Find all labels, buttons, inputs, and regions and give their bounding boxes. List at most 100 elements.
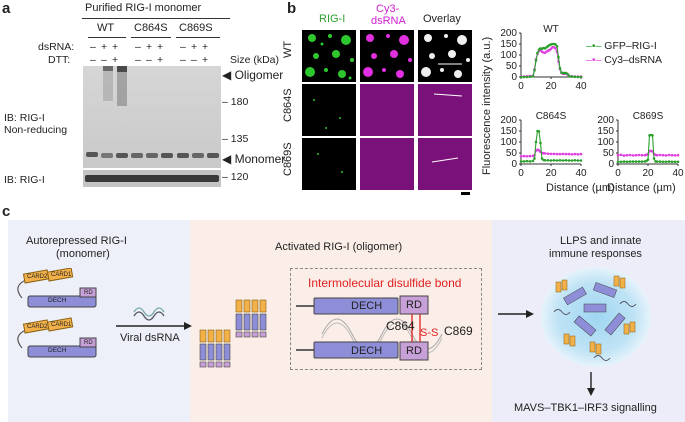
rd-bottom-label: RD <box>406 345 422 357</box>
legend-cy3-marker: –•– <box>586 53 602 66</box>
cy3-point <box>628 153 632 157</box>
dsrna-sign: + <box>112 41 119 53</box>
dsrna-sign: – <box>180 41 186 53</box>
monomer-label: ◀ Monomer <box>222 152 286 166</box>
gfp-point <box>567 74 571 78</box>
ib-bottom-label: IB: RIG-I <box>4 174 45 186</box>
gfp-point <box>525 159 529 163</box>
cy3-point <box>631 154 635 157</box>
cy3-point <box>519 155 523 158</box>
gfp-point <box>531 75 535 78</box>
c864-label: C864 <box>386 319 415 333</box>
header-underline <box>82 18 230 19</box>
dsrna-sign: + <box>202 41 209 53</box>
y-tick-label: 150 <box>597 126 614 137</box>
gfp-point <box>628 160 632 163</box>
gfp-point <box>661 160 665 164</box>
y-tick-label: 150 <box>500 39 517 50</box>
gfp-point <box>576 75 580 79</box>
gfp-point <box>634 160 638 163</box>
gfp-point <box>673 160 677 164</box>
gfp-point <box>557 55 560 59</box>
legend-cy3: –•– Cy3–dsRNA <box>586 53 663 66</box>
y-tick-label: 200 <box>500 28 517 39</box>
gfp-point <box>567 159 571 162</box>
dech-top-label: DECH <box>351 300 383 312</box>
y-tick-label: 50 <box>603 148 615 159</box>
cy3-point <box>637 153 641 157</box>
gfp-point <box>570 159 574 162</box>
gfp-point <box>576 159 580 162</box>
plot-xlabel-right: Distance (µm) <box>607 182 676 194</box>
cy3-point <box>619 153 623 157</box>
signalling-label: MAVS–TBK1–IRF3 signalling <box>514 402 657 414</box>
dsrna-sign: – <box>135 41 141 53</box>
size-label: Size (kDa) <box>230 54 280 66</box>
dtt-sign: + <box>157 54 164 66</box>
x-tick-label: 0 <box>518 168 524 179</box>
cy3-point <box>655 153 659 157</box>
gfp-point <box>533 69 536 72</box>
cy3-point <box>564 152 568 156</box>
gfp-point <box>637 160 641 163</box>
gfp-point <box>579 159 583 162</box>
gfp-point <box>528 75 532 79</box>
gfp-point <box>573 159 577 162</box>
middle-title: Activated RIG-I (oligomer) <box>275 241 403 253</box>
y-tick-label: 100 <box>500 137 517 148</box>
left-title-2: (monomer) <box>56 248 110 260</box>
marker-label-120: – 120 <box>222 171 249 183</box>
cy3-point <box>616 153 620 157</box>
gfp-point <box>646 158 650 161</box>
plot-title: WT <box>543 24 559 35</box>
plot-axes <box>520 33 581 78</box>
y-tick-label: 0 <box>511 159 517 170</box>
x-tick-label: 20 <box>545 168 557 179</box>
y-tick-label: 150 <box>500 126 517 137</box>
dsrna-sign: + <box>101 41 108 53</box>
card1-label-1: CARD1 <box>51 272 72 278</box>
column-cy3-label-2: dsRNA <box>371 15 406 27</box>
llps-droplet-illustration <box>541 267 651 367</box>
gfp-point <box>558 66 562 70</box>
gfp-point <box>619 160 623 164</box>
western-blot-nonreducing <box>83 66 221 168</box>
dsrna-sign: + <box>157 41 164 53</box>
dtt-sign: + <box>112 54 119 66</box>
gfp-point <box>579 75 583 79</box>
cy3-point <box>555 152 559 156</box>
ib-top-label-1: IB: RIG-I <box>4 112 45 124</box>
x-tick-label: 40 <box>672 168 684 179</box>
gfp-point <box>525 75 529 79</box>
cy3-point <box>576 153 580 156</box>
right-title-2: immune responses <box>549 248 642 260</box>
rd-label-1: RD <box>84 290 93 296</box>
llps-arrow <box>498 310 534 318</box>
dsrna-arrow <box>116 307 192 330</box>
rd-top-label: RD <box>406 299 422 311</box>
gfp-point <box>566 72 569 76</box>
gfp-point <box>631 160 635 163</box>
dtt-sign: – <box>90 54 96 66</box>
ss-bond-label: S-S <box>420 327 439 339</box>
gfp-point <box>539 141 542 145</box>
gfp-series-line <box>618 134 678 163</box>
dech-label-2: DECH <box>48 347 67 354</box>
y-tick-label: 0 <box>608 159 614 170</box>
y-tick-label: 50 <box>506 61 518 72</box>
gfp-point <box>549 159 553 162</box>
legend-gfp: –•– GFP–RIG-I <box>586 40 657 52</box>
column-overlay-label: Overlay <box>423 13 461 25</box>
dsrna-sign: – <box>90 41 96 53</box>
y-tick-label: 100 <box>500 50 517 61</box>
plot-legend: –•– GFP–RIG-I –•– Cy3–dsRNA <box>586 41 662 65</box>
y-tick-label: 50 <box>506 148 518 159</box>
oligomer-label: ◀ Oligomer <box>222 68 284 82</box>
cy3-point <box>670 153 674 157</box>
x-tick-label: 0 <box>518 81 524 92</box>
disulfide-illustration <box>296 295 443 361</box>
gfp-point <box>664 160 668 164</box>
microscopy-grid <box>302 30 472 190</box>
cy3-point <box>661 153 665 157</box>
gfp-point <box>533 157 536 160</box>
